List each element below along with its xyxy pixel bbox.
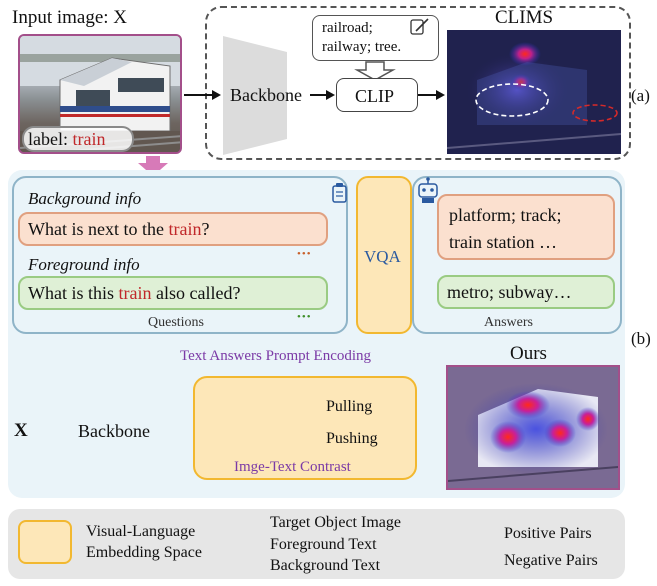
clims-title: CLIMS xyxy=(495,7,554,28)
foreground-answer-box xyxy=(437,275,615,309)
vqa-label: VQA xyxy=(364,247,401,266)
contrast-label: Imge-Text Contrast xyxy=(234,459,351,475)
background-answer-line1: platform; track; xyxy=(449,205,562,225)
background-answer-box xyxy=(437,194,615,260)
clip-box xyxy=(336,78,418,112)
answers-footer: Answers xyxy=(484,315,533,330)
panel-b-tag: (b) xyxy=(631,329,651,348)
background-answer-line2: train station … xyxy=(449,232,557,252)
vqa-box xyxy=(356,176,412,334)
text-prompt-line2: railway; tree. xyxy=(322,39,402,55)
text-prompt-line1: railroad; xyxy=(322,20,373,36)
input-x-label: X xyxy=(14,420,28,441)
legend-space-line2: Embedding Space xyxy=(86,544,202,561)
legend-background: Background Text xyxy=(270,557,381,574)
clims-heatmap xyxy=(447,30,621,154)
backbone-label-bottom: Backbone xyxy=(78,421,150,441)
pushing-label: Pushing xyxy=(326,430,378,447)
image-label-text: label: train xyxy=(28,129,106,149)
pulling-label: Pulling xyxy=(326,398,373,415)
clip-label: CLIP xyxy=(355,86,395,106)
backbone-trapezoid-top xyxy=(223,36,287,155)
foreground-info-header: Foreground info xyxy=(28,255,140,274)
questions-footer: Questions xyxy=(148,315,204,330)
prompt-encoding-label: Text Answers Prompt Encoding xyxy=(180,348,372,364)
input-image-title: Input image: X xyxy=(12,7,128,28)
legend-foreground: Foreground Text xyxy=(270,536,377,553)
legend-target: Target Object Image xyxy=(270,514,401,531)
legend-positive: Positive Pairs xyxy=(504,525,592,542)
ours-heatmap xyxy=(446,365,620,490)
foreground-question-text: What is this train also called? xyxy=(28,283,241,303)
foreground-question-box xyxy=(18,276,328,310)
down-arrow-pink xyxy=(138,156,168,176)
legend-embedding-swatch xyxy=(18,520,72,564)
backbone-label-top: Backbone xyxy=(230,85,302,105)
legend-negative: Negative Pairs xyxy=(504,552,598,569)
background-ellipsis: ••• xyxy=(297,248,312,260)
text-prompt-bubble xyxy=(312,15,439,61)
panel-a-tag: (a) xyxy=(631,86,650,105)
background-question-text: What is next to the train? xyxy=(28,219,210,239)
image-text-contrast-box xyxy=(193,376,417,480)
legend-space-line1: Visual-Language xyxy=(86,523,196,540)
clims-dashed-box xyxy=(205,6,631,160)
legend-box xyxy=(8,509,625,579)
background-question-box xyxy=(18,212,328,246)
foreground-ellipsis: ••• xyxy=(297,311,312,323)
ours-title: Ours xyxy=(510,343,547,364)
image-label-pill xyxy=(22,126,134,152)
background-info-header: Background info xyxy=(28,189,142,208)
foreground-answer-text: metro; subway… xyxy=(447,282,572,302)
